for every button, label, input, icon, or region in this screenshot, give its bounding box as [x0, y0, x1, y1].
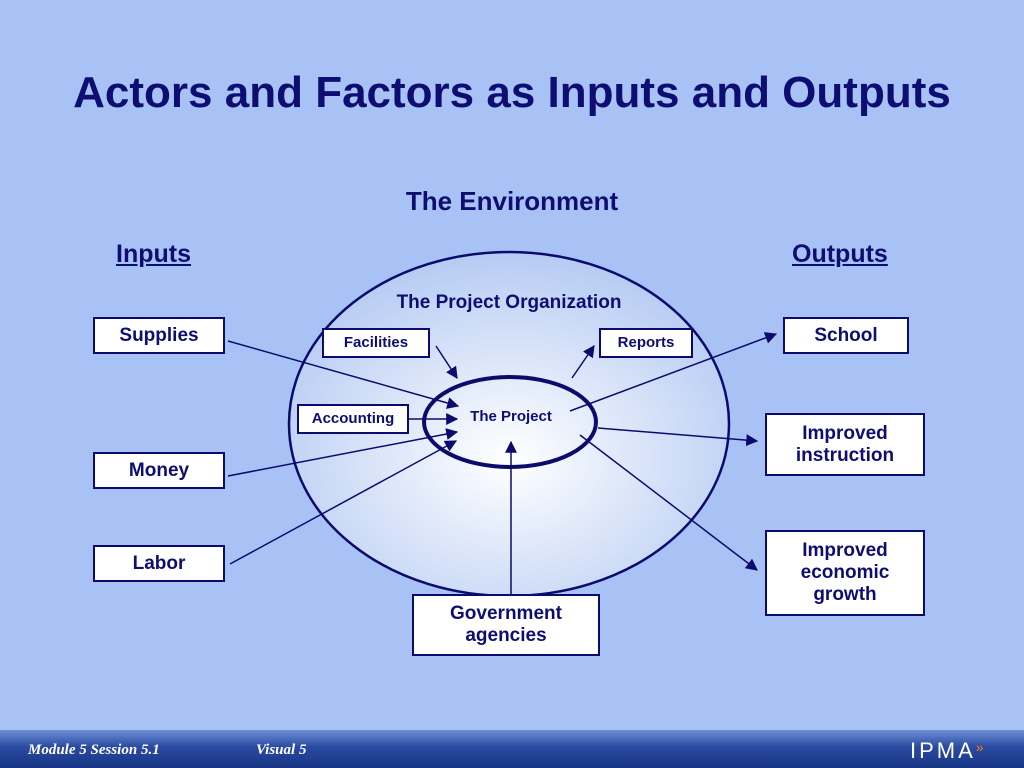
arrow-facilities-to-project [435, 345, 458, 380]
project-ellipse [422, 375, 598, 469]
arrow-money-to-project [227, 428, 459, 477]
logo-text: IPMA [910, 738, 976, 763]
arrow-project-to-instruction [597, 427, 759, 447]
external-government-agencies: Government agencies [412, 594, 600, 656]
slide-title: Actors and Factors as Inputs and Outputs [73, 68, 951, 117]
footer-visual: Visual 5 [256, 742, 307, 758]
output-improved-economic-growth: Improved economic growth [765, 530, 925, 616]
project-label: The Project [470, 408, 552, 425]
output-improved-instruction: Improved instruction [765, 413, 925, 476]
internal-facilities: Facilities [322, 328, 430, 358]
footer-bar [0, 730, 1024, 768]
inputs-heading: Inputs [116, 240, 191, 268]
internal-reports: Reports [599, 328, 693, 358]
arrow-project-to-school [569, 332, 778, 412]
output-school: School [783, 317, 909, 354]
footer-module: Module 5 Session 5.1 [28, 742, 160, 758]
outputs-heading: Outputs [792, 240, 888, 268]
organization-label: The Project Organization [396, 292, 622, 313]
arrow-project-to-reports [571, 345, 595, 379]
internal-accounting: Accounting [297, 404, 409, 434]
arrow-supplies-to-project [227, 340, 460, 409]
ipma-logo: IPMA» [910, 738, 984, 764]
arrow-labor-to-project [229, 440, 458, 565]
input-supplies: Supplies [93, 317, 225, 354]
logo-mark-icon: » [975, 739, 984, 755]
environment-label: The Environment [405, 186, 619, 216]
input-labor: Labor [93, 545, 225, 582]
arrow-project-to-growth [579, 434, 758, 571]
input-money: Money [93, 452, 225, 489]
